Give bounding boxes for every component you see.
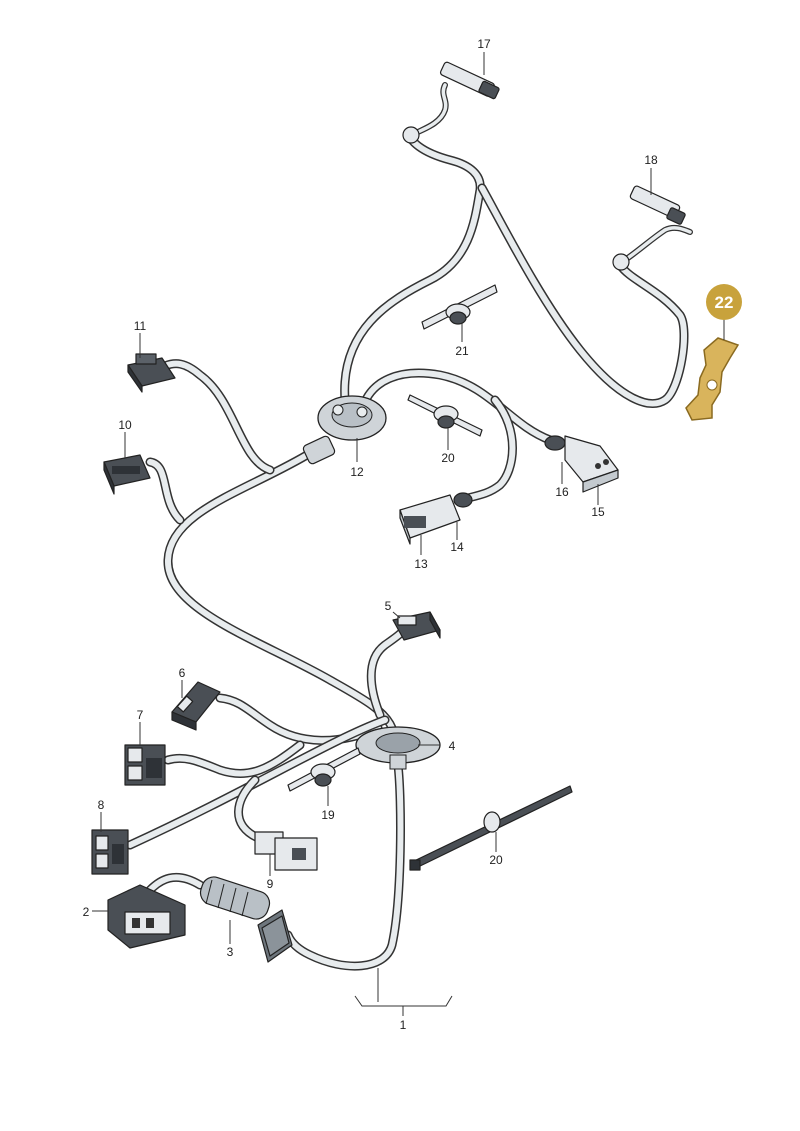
callout-3: 3 — [227, 945, 234, 959]
connector-13-14 — [399, 492, 473, 545]
callout-leaders — [92, 52, 652, 1016]
callout-2: 2 — [83, 905, 90, 919]
connector-8 — [91, 829, 129, 875]
sensor-17 — [402, 61, 500, 144]
callout-10: 10 — [118, 418, 132, 432]
connector-7 — [124, 744, 166, 786]
bracket-20-lower — [287, 747, 361, 792]
callout-17: 17 — [477, 37, 491, 51]
grommet-12 — [302, 395, 387, 465]
connector-10 — [103, 454, 151, 495]
callout-21: 21 — [455, 344, 469, 358]
callout-16: 16 — [555, 485, 569, 499]
callout-8: 8 — [98, 798, 105, 812]
connector-5 — [392, 611, 441, 641]
callout-5: 5 — [385, 599, 392, 613]
grommet-4 — [355, 726, 441, 770]
sensor-18 — [612, 185, 686, 271]
bellows-3 — [199, 876, 293, 963]
connector-6 — [171, 681, 221, 731]
connector-11 — [127, 353, 176, 393]
callout-6: 6 — [179, 666, 186, 680]
badge-22-label: 22 — [715, 293, 734, 312]
callout-18: 18 — [644, 153, 658, 167]
callout-1: 1 — [400, 1018, 407, 1032]
badge-22: 22 — [706, 284, 742, 320]
callout-labels: 17 18 11 21 10 20 12 16 15 14 13 5 6 7 4… — [83, 37, 658, 1032]
connector-15-16 — [544, 435, 619, 493]
harness-wires — [125, 82, 693, 971]
callout-4: 4 — [449, 739, 456, 753]
callout-7: 7 — [137, 708, 144, 722]
callout-9: 9 — [267, 877, 274, 891]
callout-13: 13 — [414, 557, 428, 571]
highlighted-part-22 — [685, 314, 740, 421]
callout-20-lower: 19 — [321, 808, 335, 822]
callout-11: 11 — [134, 319, 147, 333]
callout-20-upper: 20 — [441, 451, 455, 465]
connector-2 — [107, 884, 186, 949]
callout-15: 15 — [591, 505, 605, 519]
callout-19: 20 — [489, 853, 503, 867]
callout-12: 12 — [350, 465, 364, 479]
callout-14: 14 — [450, 540, 464, 554]
bracket-20-upper — [407, 394, 483, 437]
cable-tie-19 — [409, 785, 573, 871]
bracket-21 — [421, 284, 498, 330]
connector-9 — [254, 831, 318, 871]
